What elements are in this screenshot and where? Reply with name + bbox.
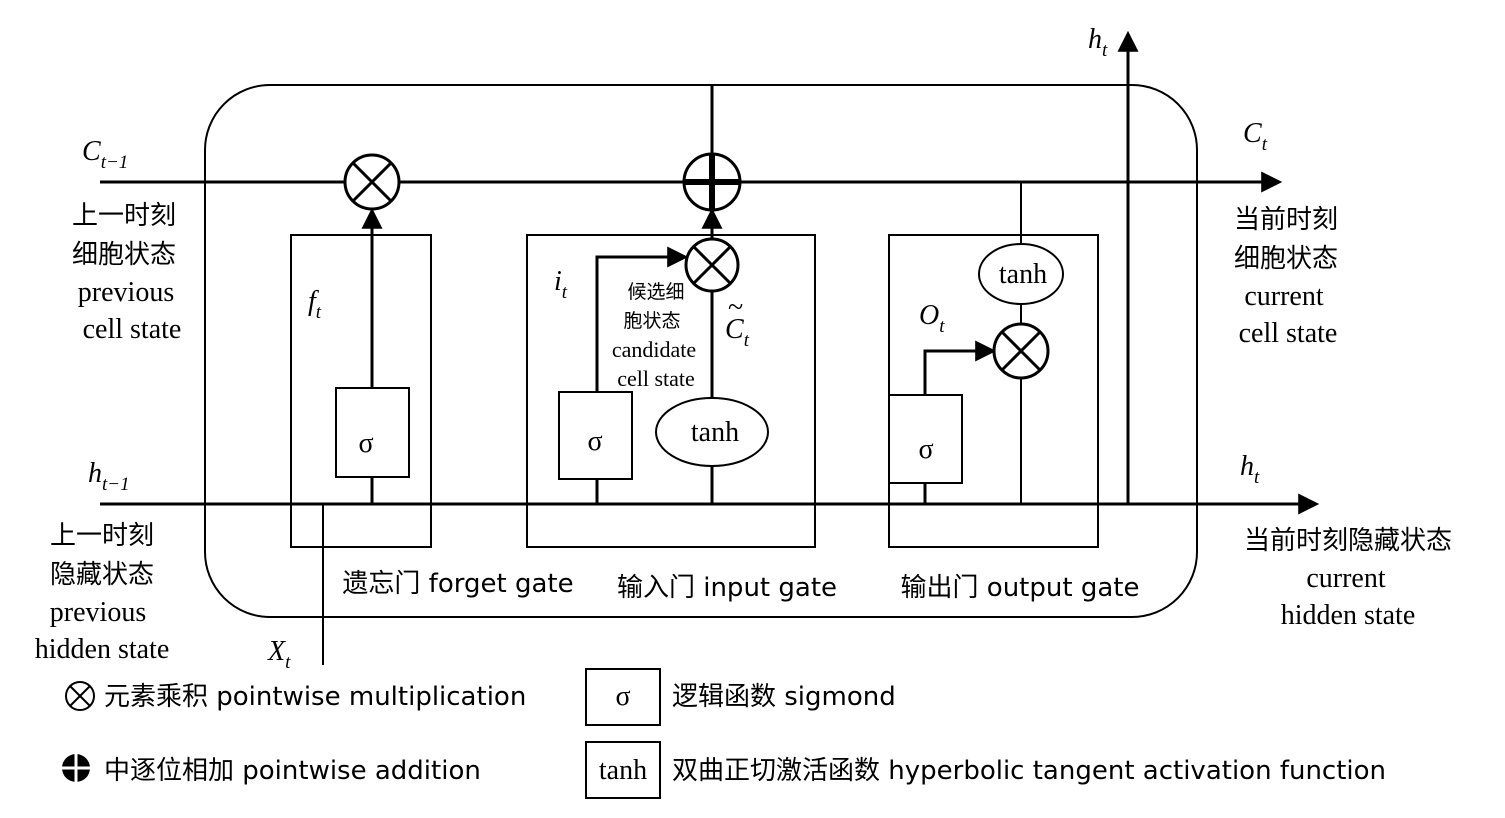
- forget-sigma-label: σ: [358, 428, 373, 459]
- svg-text:cell state: cell state: [1239, 318, 1338, 349]
- prev-cell-symbol: Ct−1: [82, 136, 128, 173]
- svg-text:隐藏状态: 隐藏状态: [50, 560, 154, 590]
- output-signal-symbol: Ot: [919, 300, 945, 337]
- svg-text:上一时刻: 上一时刻: [72, 201, 176, 231]
- legend-add-icon: [62, 754, 90, 782]
- svg-text:hidden state: hidden state: [1281, 600, 1416, 631]
- svg-text:previous: previous: [78, 277, 174, 308]
- prev-hidden-label: 上一时刻 隐藏状态 previous hidden state: [35, 521, 170, 665]
- svg-text:候选细: 候选细: [627, 281, 684, 303]
- cell-output-label: 当前时刻 细胞状态 current cell state: [1234, 205, 1338, 349]
- svg-text:cell state: cell state: [617, 366, 695, 391]
- candidate-symbol: Ct: [725, 314, 750, 351]
- input-gate-box: [526, 234, 816, 548]
- input-gate-label: 输入门 input gate: [617, 573, 837, 603]
- legend-tanh-label: 双曲正切激活函数 hyperbolic tangent activation f…: [672, 756, 1386, 786]
- legend-sigma-label: 逻辑函数 sigmond: [672, 682, 896, 712]
- output-tanh-label: tanh: [999, 259, 1047, 290]
- output-gate-label: 输出门 output gate: [901, 573, 1140, 603]
- legend-multiply-icon: [65, 681, 95, 711]
- forget-gate-label: 遗忘门 forget gate: [342, 569, 573, 599]
- prev-hidden-symbol: ht−1: [88, 458, 130, 495]
- svg-text:previous: previous: [50, 597, 146, 628]
- svg-text:candidate: candidate: [612, 337, 696, 362]
- input-sigma-label: σ: [587, 426, 602, 457]
- input-symbol: Xt: [267, 636, 291, 673]
- output-multiply-node: [992, 322, 1050, 380]
- input-multiply-node: [684, 237, 740, 293]
- legend-tanh-symbol: tanh: [599, 755, 647, 786]
- hidden-output-label: 当前时刻隐藏状态 current hidden state: [1244, 526, 1452, 631]
- input-signal-line: [595, 246, 689, 392]
- output-gate-box: [888, 234, 1099, 548]
- lstm-cell-boundary: [204, 84, 1198, 618]
- svg-text:上一时刻: 上一时刻: [50, 521, 154, 551]
- output-sigma-label: σ: [918, 434, 933, 465]
- legend-add-label: 中逐位相加 pointwise addition: [104, 756, 481, 786]
- legend-tanh-box: [585, 741, 661, 799]
- candidate-tilde: ~: [728, 292, 743, 323]
- svg-text:cell state: cell state: [83, 314, 182, 345]
- cell-output-symbol: Ct: [1243, 118, 1268, 155]
- forget-multiply-node: [343, 153, 401, 211]
- hidden-top-symbol: ht: [1088, 24, 1108, 61]
- forget-gate-box: [290, 234, 432, 548]
- candidate-label: 候选细 胞状态 candidate cell state: [612, 281, 696, 391]
- legend-sigma-box: [585, 668, 661, 726]
- legend-multiply-label: 元素乘积 pointwise multiplication: [104, 682, 526, 712]
- svg-text:当前时刻: 当前时刻: [1234, 205, 1338, 235]
- input-signal-symbol: it: [554, 266, 568, 303]
- svg-text:hidden state: hidden state: [35, 634, 170, 665]
- svg-text:当前时刻隐藏状态: 当前时刻隐藏状态: [1244, 526, 1452, 556]
- legend: 元素乘积 pointwise multiplication 中逐位相加 poin…: [62, 668, 1386, 799]
- svg-text:胞状态: 胞状态: [623, 310, 680, 332]
- legend-sigma-symbol: σ: [615, 681, 630, 712]
- svg-text:current: current: [1306, 563, 1386, 594]
- svg-text:细胞状态: 细胞状态: [1234, 244, 1338, 274]
- forget-signal-symbol: ft: [308, 286, 322, 323]
- hidden-output-symbol: ht: [1240, 451, 1260, 488]
- svg-text:细胞状态: 细胞状态: [72, 240, 176, 270]
- svg-text:current: current: [1244, 281, 1324, 312]
- prev-cell-label: 上一时刻 细胞状态 previous cell state: [72, 201, 181, 345]
- output-signal-line: [923, 340, 997, 395]
- input-tanh-label: tanh: [691, 417, 739, 448]
- cell-add-node: [682, 152, 742, 212]
